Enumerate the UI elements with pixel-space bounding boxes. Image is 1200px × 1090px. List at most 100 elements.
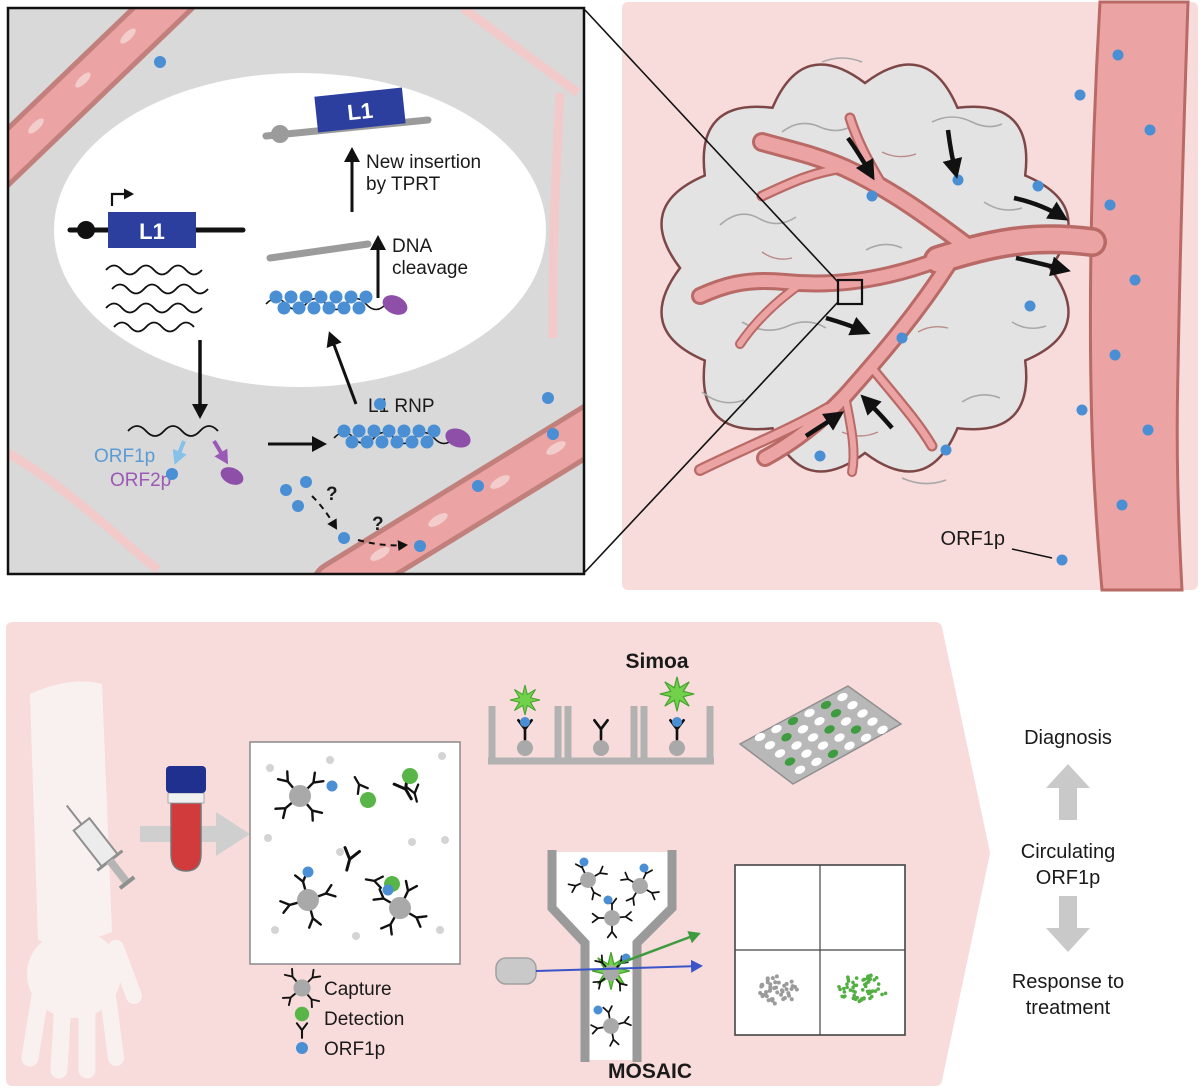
connector-line bbox=[584, 9, 839, 283]
cytometry-dot-green bbox=[861, 978, 865, 982]
diagnosis-label: Diagnosis bbox=[1024, 727, 1112, 749]
blood-cells bbox=[370, 441, 566, 561]
fluorescence-star-icon bbox=[659, 676, 695, 712]
simoa-wells bbox=[488, 676, 714, 765]
orf1p-dot bbox=[359, 290, 373, 304]
translation: ORF1p ORF2p bbox=[94, 425, 244, 491]
well-complex bbox=[517, 717, 533, 756]
orf1p-dot bbox=[420, 435, 434, 449]
capillary-bottom-right bbox=[314, 404, 583, 573]
plate-well bbox=[807, 733, 819, 742]
capillary-top-left bbox=[9, 9, 196, 188]
outcomes-column: Diagnosis Circulating ORF1p Response to … bbox=[1012, 727, 1124, 1019]
zoom-box bbox=[836, 278, 864, 306]
rnp-import-arrow bbox=[326, 331, 358, 405]
cytometry-dot-gray bbox=[789, 979, 794, 984]
orf1p-dot bbox=[345, 435, 359, 449]
cytometry-dot-gray bbox=[776, 980, 781, 985]
up-arrow bbox=[1046, 764, 1090, 820]
promoter-arrow bbox=[110, 188, 134, 206]
plate-well bbox=[781, 733, 792, 742]
cytometry-dot-gray bbox=[789, 986, 794, 991]
inset-border bbox=[6, 6, 586, 576]
orf1p-dot bbox=[427, 424, 441, 438]
orf1p-dot bbox=[277, 301, 291, 315]
legend-detection-label: Detection bbox=[324, 1009, 404, 1030]
plate-well bbox=[834, 733, 845, 742]
plate-well bbox=[764, 741, 776, 750]
plate-well bbox=[877, 725, 888, 734]
nucleus bbox=[54, 73, 546, 387]
orf1p-dot bbox=[405, 435, 419, 449]
question-mark-2: ? bbox=[372, 514, 384, 535]
tissue-panel: ORF1p bbox=[622, 0, 1198, 592]
orf1p-dot bbox=[269, 290, 283, 304]
legend-capture-label: Capture bbox=[324, 979, 392, 1000]
cytometry-dot-green bbox=[883, 991, 888, 996]
plate-well bbox=[801, 749, 812, 758]
cytometry-dot-gray bbox=[773, 980, 778, 985]
circulating-orf1p-label-2: ORF1p bbox=[1036, 867, 1100, 889]
response-label-2: treatment bbox=[1026, 997, 1111, 1019]
orf1p-dot bbox=[352, 301, 366, 315]
orf1p-dot bbox=[414, 540, 426, 552]
cytometry-dot-green bbox=[852, 983, 857, 988]
cytometry-dot-gray bbox=[789, 997, 794, 1002]
cytometry-dot-green bbox=[876, 987, 880, 991]
mosaic-label: MOSAIC bbox=[608, 1060, 692, 1083]
laser-icon bbox=[495, 957, 537, 985]
orf1p-dot bbox=[292, 500, 304, 512]
cytometry-dot-green bbox=[862, 996, 866, 1001]
tumor-texture bbox=[701, 57, 1047, 485]
plate-well bbox=[771, 724, 782, 734]
cytometry-dot-green bbox=[845, 982, 849, 986]
cytometry-dot-green bbox=[872, 978, 877, 982]
serum-box bbox=[249, 741, 461, 965]
cytometry-dot-gray bbox=[758, 990, 763, 995]
cytometry-dot-green bbox=[852, 993, 857, 998]
positive-population bbox=[837, 973, 888, 1004]
cytometry-dot-green bbox=[866, 980, 871, 984]
orf1p-pointer-line bbox=[1011, 548, 1053, 559]
cytometry-dot-green bbox=[842, 986, 846, 991]
blood-cells bbox=[28, 28, 136, 134]
orf1p-dots-inset bbox=[154, 56, 559, 492]
cytometry-dot-gray bbox=[779, 988, 784, 993]
orf1p-dots-mosaic bbox=[579, 857, 649, 1015]
plate-well bbox=[787, 716, 799, 726]
cytometry-dot-gray bbox=[787, 993, 792, 998]
plate-well bbox=[850, 725, 862, 734]
orf1p-dot bbox=[397, 424, 411, 438]
orf1p-dot bbox=[166, 468, 178, 480]
simoa-plate bbox=[738, 685, 903, 785]
cytometry-dot-gray bbox=[768, 985, 773, 990]
plate-well bbox=[784, 757, 796, 766]
l1-mrna bbox=[127, 425, 219, 437]
cytometry-dot-gray bbox=[781, 997, 786, 1002]
channel-wall bbox=[632, 850, 677, 1062]
orf1p-dot bbox=[360, 435, 374, 449]
question-arrow-1 bbox=[311, 495, 338, 530]
plate-well bbox=[867, 717, 878, 726]
inset-panel: L1 L1 New insertion by TPRT DNA cleavage bbox=[6, 6, 586, 576]
cytometry-dot-gray bbox=[765, 976, 770, 981]
cytometry-dot-green bbox=[842, 990, 847, 994]
l1-new-copy-label: L1 bbox=[346, 98, 374, 126]
cytometry-dot-gray bbox=[784, 981, 789, 986]
cytometry-dot-gray bbox=[766, 998, 771, 1003]
cytometry-dot-green bbox=[870, 989, 875, 993]
plate-well bbox=[847, 701, 858, 710]
plate-well bbox=[817, 741, 829, 750]
laser-beam-arrow bbox=[535, 959, 703, 973]
cytometry-dot-green bbox=[866, 991, 871, 996]
orf1p-dot bbox=[412, 424, 426, 438]
tumor bbox=[660, 63, 1070, 473]
rnp-nuclear bbox=[265, 290, 408, 315]
orf1p-dot bbox=[292, 301, 306, 315]
plate-well bbox=[860, 733, 872, 742]
large-blood-vessel bbox=[1088, 0, 1190, 592]
plate-well bbox=[774, 749, 786, 758]
cytometry-dot-green bbox=[866, 974, 870, 979]
background-particles bbox=[264, 752, 449, 940]
